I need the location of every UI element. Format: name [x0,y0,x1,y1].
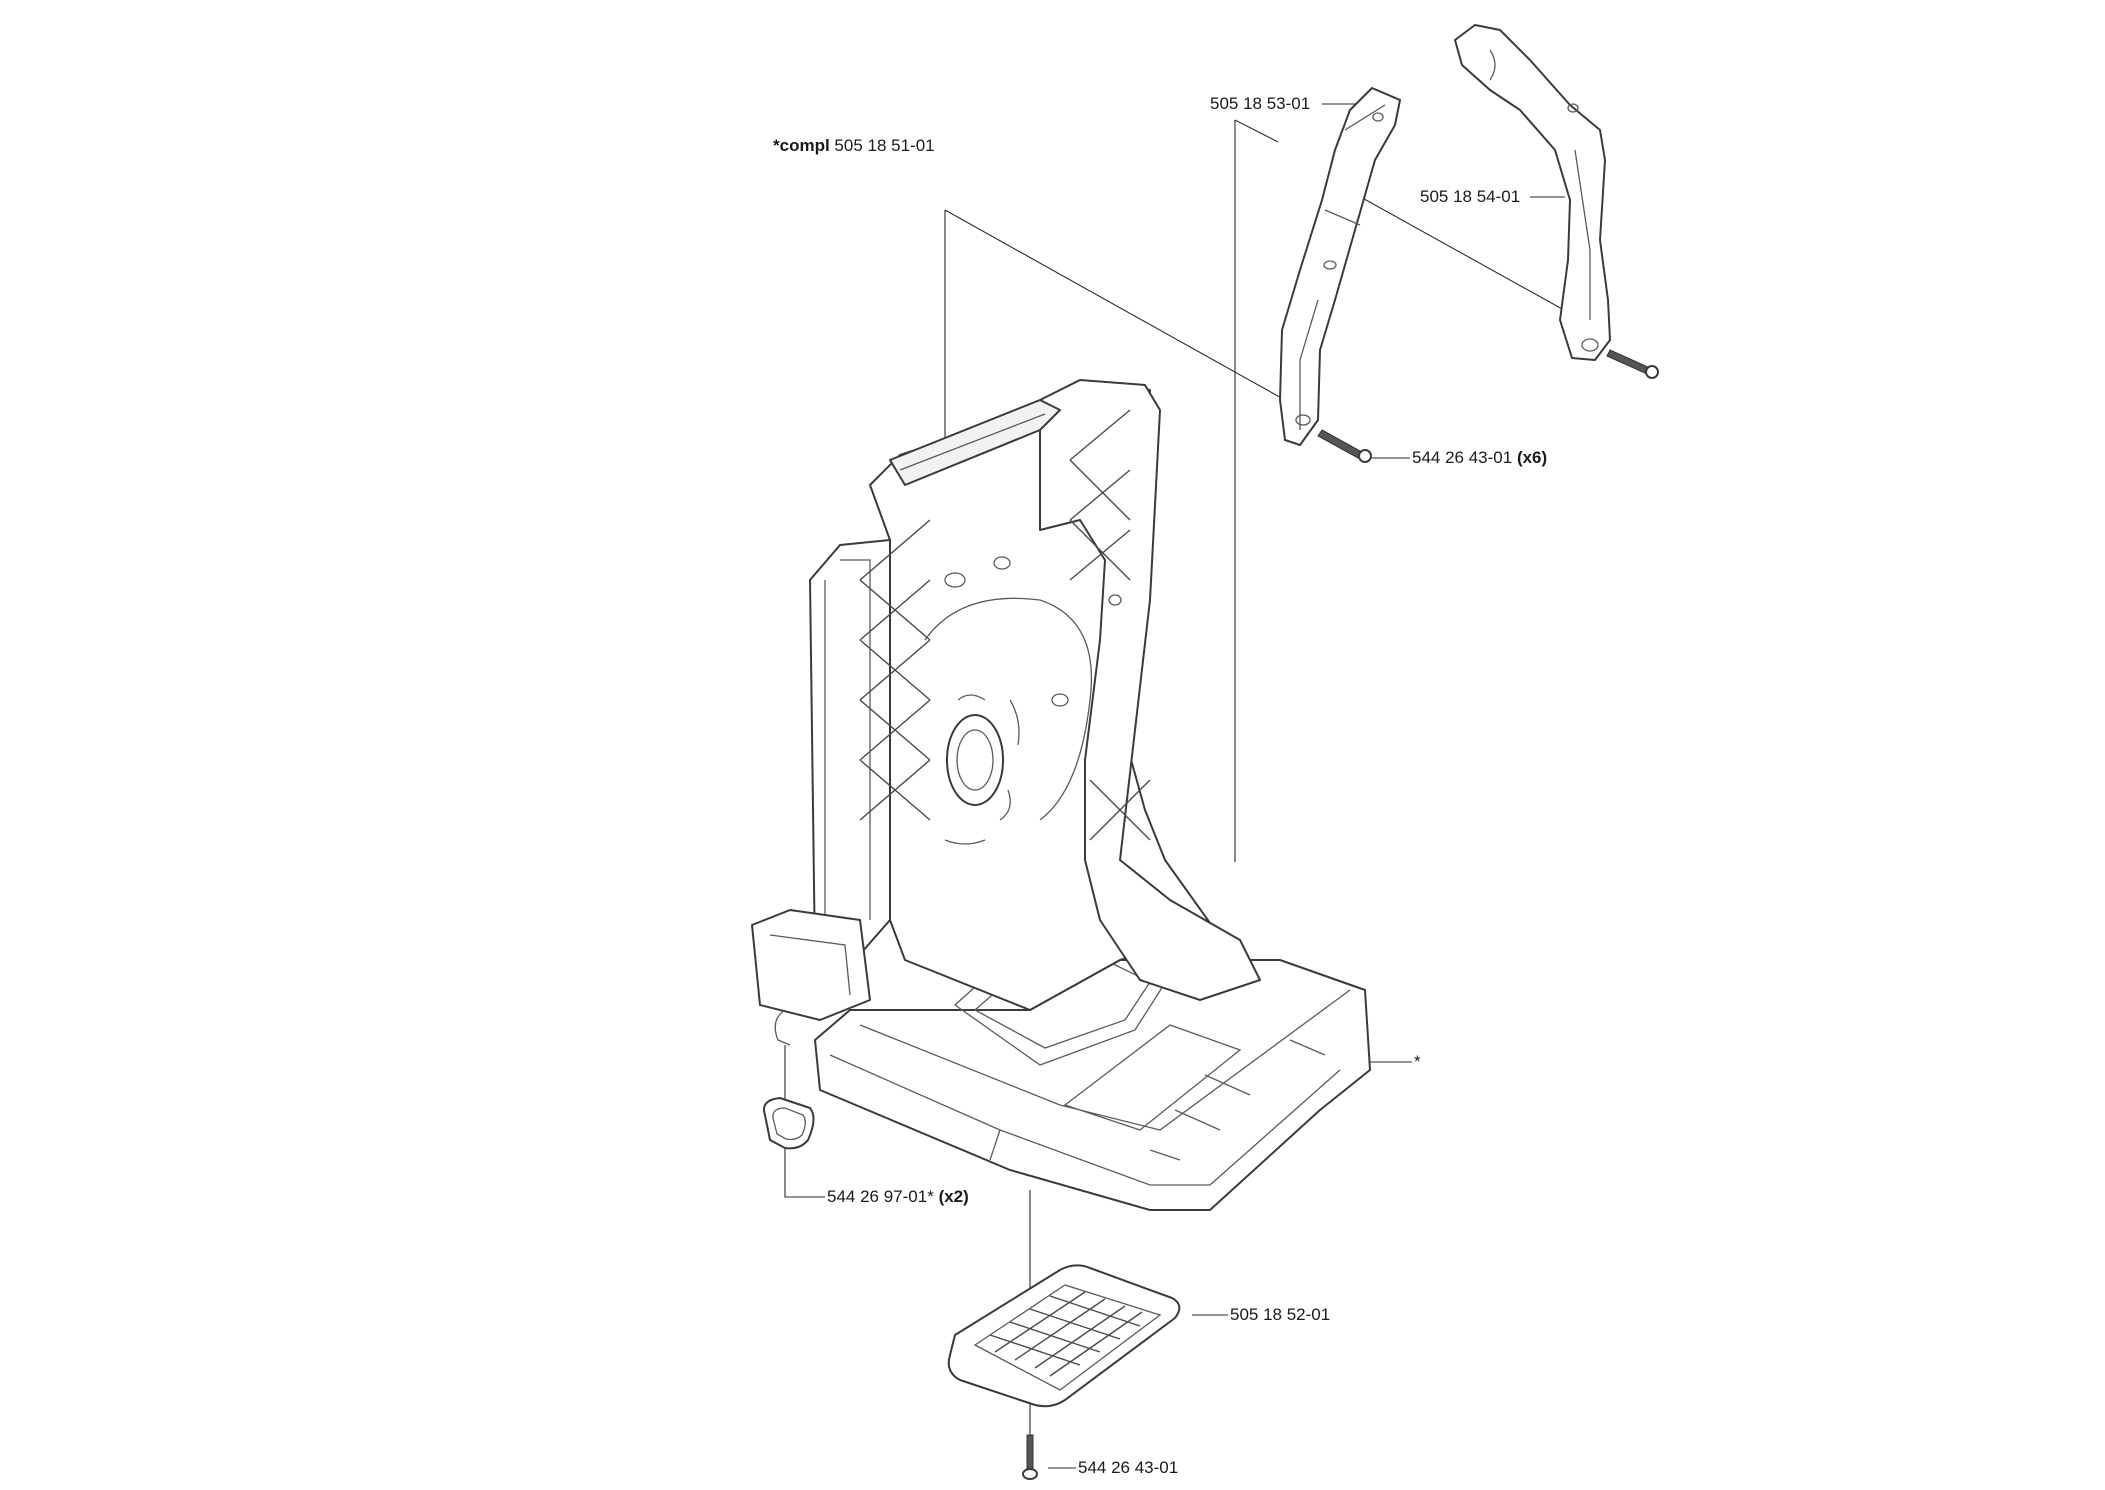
handle-bar-icon [1279,87,1401,446]
callout-handle-right-number: 505 18 54-01 [1420,187,1521,206]
handle-bar-icon [1454,24,1611,361]
callout-handle-right: 505 18 54-01 [1420,187,1520,207]
frame-lattice [859,409,1151,841]
callout-pad-number: 505 18 52-01 [1230,1305,1331,1324]
ring-icon [763,1009,815,1150]
callout-screw-x6-number: 544 26 43-01 [1412,448,1513,467]
grid-pad-icon [947,1264,1181,1408]
callout-handle-left-number: 505 18 53-01 [1210,94,1311,113]
callout-screw-x6: 544 26 43-01 (x6) [1412,448,1547,468]
callout-star-mark: * [1414,1052,1421,1072]
screw-icon [1022,1434,1038,1480]
callout-star-text: * [1414,1052,1421,1071]
callout-compl: *compl 505 18 51-01 [773,136,935,156]
callout-compl-number: 505 18 51-01 [834,136,935,155]
callout-screw-x6-qty: (x6) [1516,448,1548,467]
callout-ring-x2: 544 26 97-01* (x2) [827,1187,969,1207]
callout-screw-bottom: 544 26 43-01 [1078,1458,1178,1478]
callout-handle-left: 505 18 53-01 [1210,94,1310,114]
backpack-frame-icon [751,379,1371,1211]
callout-ring-x2-number: 544 26 97-01* [827,1187,934,1206]
screw-icon [1606,349,1659,379]
screw-icon [1317,429,1372,463]
callout-pad: 505 18 52-01 [1230,1305,1330,1325]
callout-screw-bottom-number: 544 26 43-01 [1078,1458,1179,1477]
callout-ring-x2-qty: (x2) [938,1187,969,1206]
callout-compl-prefix: *compl [773,136,830,155]
